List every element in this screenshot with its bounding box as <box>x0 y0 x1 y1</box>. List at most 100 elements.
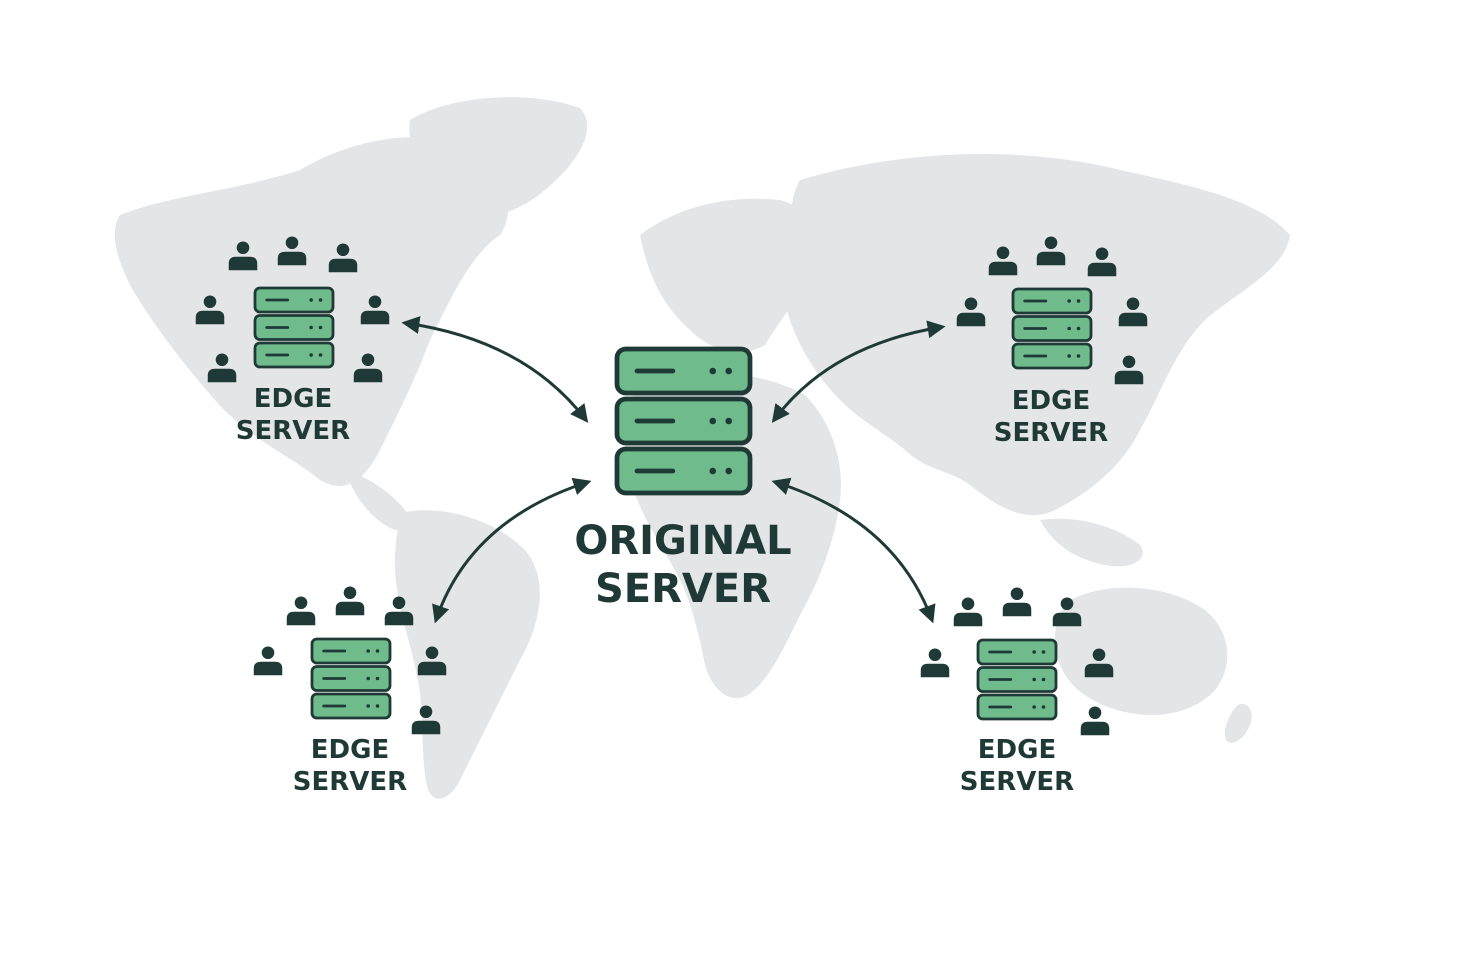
server-led <box>375 649 380 653</box>
server-led <box>366 676 370 681</box>
server-led <box>1032 705 1036 709</box>
server-unit <box>976 638 1058 666</box>
server-unit <box>1011 342 1093 370</box>
user-icon <box>1036 236 1066 266</box>
edge-label-line2: SERVER <box>993 417 1109 448</box>
edge-label-line2: SERVER <box>959 766 1075 797</box>
server-unit <box>253 341 335 369</box>
server-unit <box>253 314 335 341</box>
edge-server-label-north-america: EDGE SERVER <box>183 384 403 447</box>
server-unit <box>614 446 753 496</box>
user-icon <box>920 648 950 678</box>
edge-label-line1: EDGE <box>310 735 390 765</box>
server-led <box>709 417 717 425</box>
server-led <box>709 367 717 375</box>
server-led <box>725 467 733 475</box>
server-unit <box>976 666 1058 693</box>
edge-label-line2: SERVER <box>292 766 408 797</box>
connection-arrow-asia <box>771 320 946 423</box>
original-server-label-line2: SERVER <box>594 566 771 612</box>
server-unit <box>614 396 753 446</box>
user-icon <box>417 646 447 676</box>
server-led <box>1041 677 1046 682</box>
server-rack-icon <box>310 637 392 720</box>
user-icon <box>411 705 441 735</box>
user-icon <box>335 586 365 616</box>
server-unit <box>253 286 335 314</box>
server-led <box>318 353 323 357</box>
server-rack-icon <box>976 638 1058 721</box>
map-australia <box>1054 587 1228 716</box>
user-icon <box>360 295 390 325</box>
original-server-label-line1: ORIGINAL <box>574 518 792 564</box>
user-icon <box>953 597 983 627</box>
user-icon <box>328 243 358 273</box>
original-server-label: ORIGINAL SERVER <box>513 517 853 613</box>
user-icon <box>1118 297 1148 327</box>
server-led <box>709 467 717 475</box>
server-unit <box>614 346 753 396</box>
user-icon <box>195 295 225 325</box>
server-led <box>309 325 313 330</box>
user-icon <box>1087 247 1117 277</box>
server-unit <box>1011 315 1093 342</box>
server-unit <box>310 692 392 720</box>
server-unit <box>310 665 392 692</box>
user-icon <box>277 236 307 266</box>
server-led <box>375 704 380 708</box>
map-greenland <box>409 97 588 216</box>
user-icon <box>384 596 414 626</box>
user-icon <box>286 596 316 626</box>
map-southeast-asia <box>1040 518 1143 567</box>
user-icon <box>207 353 237 383</box>
server-led <box>1076 326 1081 331</box>
server-led <box>318 298 323 302</box>
edge-label-line1: EDGE <box>253 384 333 414</box>
server-led <box>366 704 370 708</box>
edge-server-label-asia: EDGE SERVER <box>941 386 1161 449</box>
user-icon <box>253 646 283 676</box>
server-rack-icon <box>1011 287 1093 370</box>
connections <box>401 316 946 624</box>
edge-server-south-america <box>253 586 447 735</box>
server-led <box>1032 677 1036 682</box>
user-icon <box>956 297 986 327</box>
connection-arrow-oceania <box>771 477 936 624</box>
edge-server-asia <box>956 236 1148 385</box>
edge-label-line1: EDGE <box>977 735 1057 765</box>
edge-label-line1: EDGE <box>1011 386 1091 416</box>
server-led <box>1041 705 1046 709</box>
user-icon <box>353 353 383 383</box>
server-led <box>1076 354 1081 358</box>
server-led <box>318 325 323 330</box>
server-led <box>1067 299 1071 303</box>
server-led <box>1076 299 1081 303</box>
server-unit <box>1011 287 1093 315</box>
server-led <box>725 417 733 425</box>
server-led <box>366 649 370 653</box>
edge-server-north-america <box>195 236 390 383</box>
server-led <box>1032 650 1036 654</box>
server-unit <box>310 637 392 665</box>
server-led <box>1067 354 1071 358</box>
connection-arrow-north-america <box>401 316 589 423</box>
connection-arrow-south-america <box>432 477 592 624</box>
original-server-icon <box>614 346 753 496</box>
user-icon <box>988 246 1018 276</box>
server-led <box>309 298 313 302</box>
server-led <box>309 353 313 357</box>
user-icon <box>1002 587 1032 617</box>
user-icon <box>228 241 258 271</box>
user-icon <box>1080 706 1110 736</box>
edge-label-line2: SERVER <box>235 415 351 446</box>
server-led <box>1067 326 1071 331</box>
server-rack-icon <box>253 286 335 369</box>
server-led <box>725 367 733 375</box>
user-icon <box>1052 597 1082 627</box>
edge-server-label-oceania: EDGE SERVER <box>907 735 1127 798</box>
server-led <box>1041 650 1046 654</box>
server-led <box>375 676 380 681</box>
map-central-america <box>345 470 410 531</box>
user-icon <box>1114 355 1144 385</box>
